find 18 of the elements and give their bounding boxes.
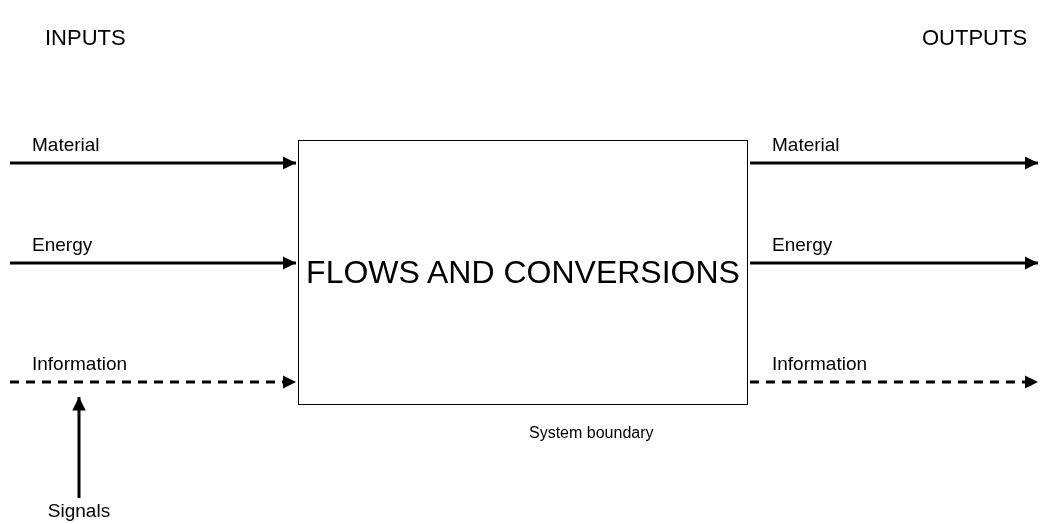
arrow bbox=[750, 375, 1038, 389]
arrow bbox=[750, 156, 1038, 170]
arrow bbox=[10, 256, 296, 270]
arrow bbox=[750, 256, 1038, 270]
edge-label: Information bbox=[772, 353, 868, 375]
heading: OUTPUTS bbox=[922, 25, 1028, 51]
edge-label: Material bbox=[32, 134, 100, 156]
edge-label: Information bbox=[32, 353, 128, 375]
arrow bbox=[10, 375, 296, 389]
edge-label: Material bbox=[772, 134, 840, 156]
heading: INPUTS bbox=[45, 25, 126, 51]
signal-text: Signals bbox=[47, 499, 111, 523]
box-label: FLOWS AND CONVERSIONS bbox=[306, 253, 740, 292]
node-label: System boundary bbox=[529, 424, 654, 442]
edge-label: Energy bbox=[32, 234, 93, 256]
edge-label: Energy bbox=[772, 234, 833, 256]
arrow bbox=[10, 156, 296, 170]
arrow bbox=[72, 397, 86, 498]
